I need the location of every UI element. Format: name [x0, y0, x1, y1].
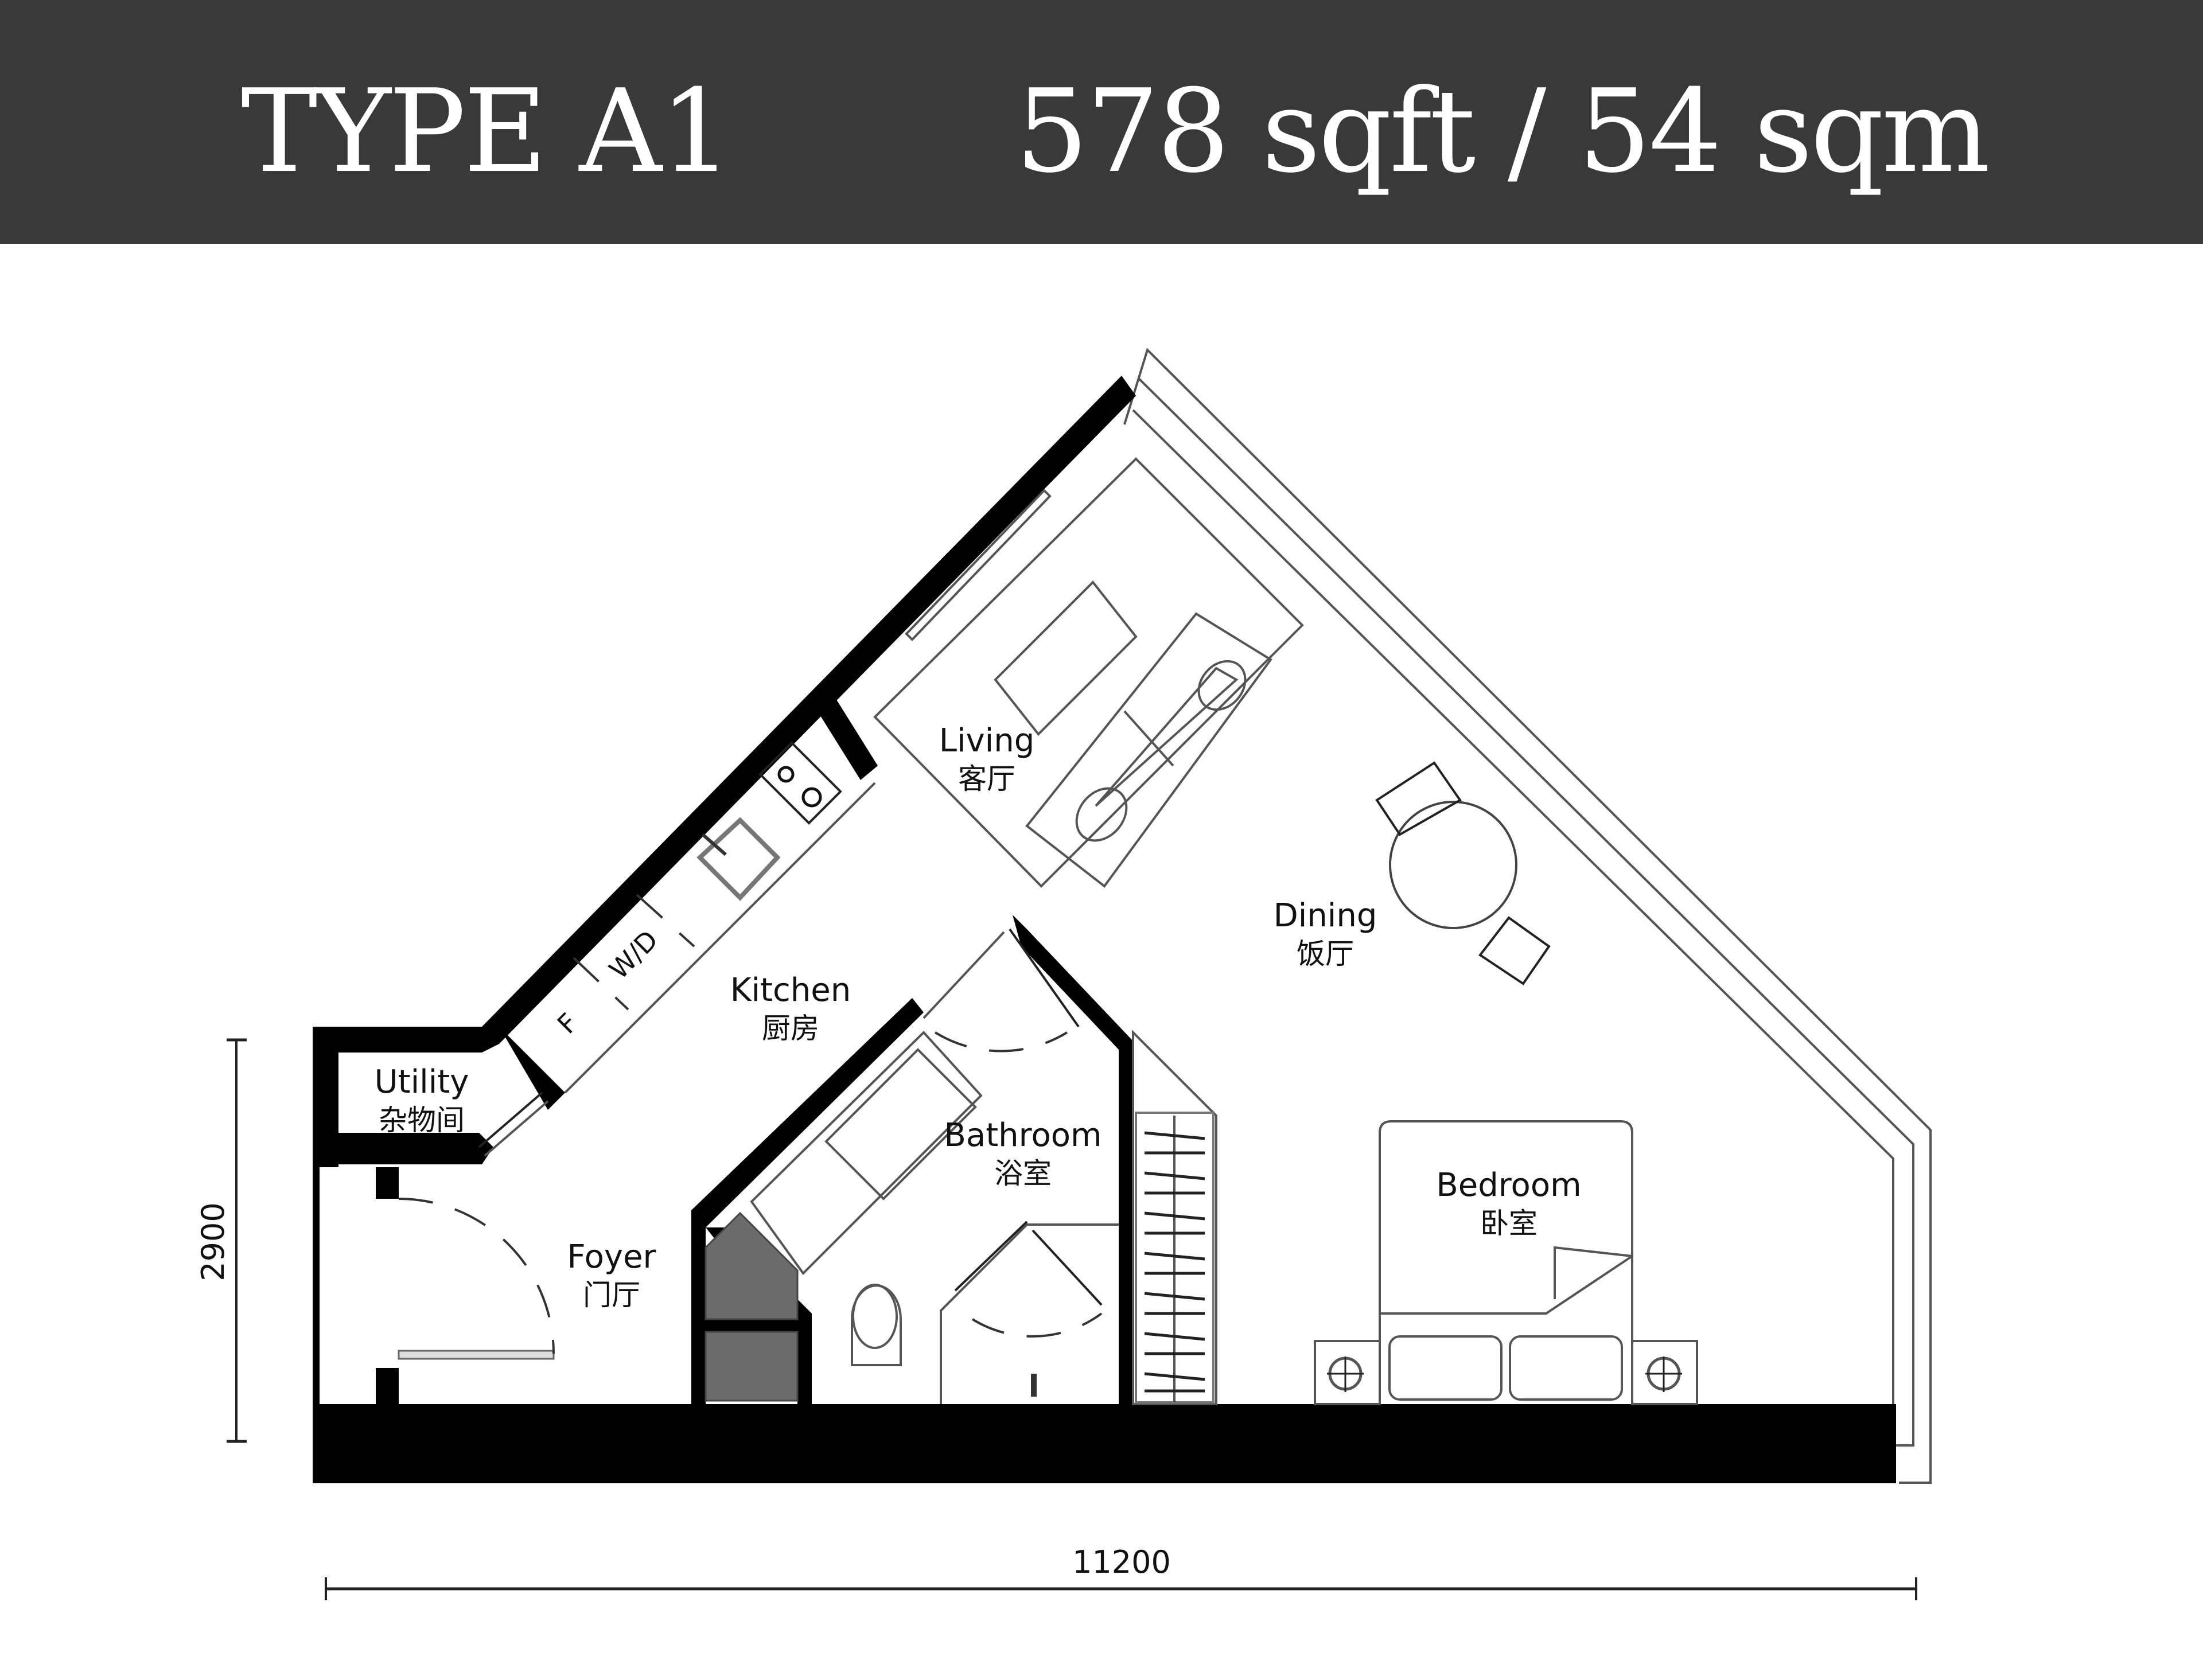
wall-kitchen-counter-top — [818, 697, 878, 780]
cushion-icon — [1075, 660, 1247, 842]
dimension-height: 2900 — [195, 1038, 247, 1443]
dining-table-icon[interactable] — [1375, 761, 1551, 985]
room-label-kitchen-cn: 厨房 — [762, 1012, 819, 1045]
header-banner: TYPE A1 578 sqft / 54 sqm — [0, 0, 2203, 244]
nightstand-right — [1631, 1340, 1698, 1405]
wall-door-jamb-top — [376, 1167, 399, 1199]
stove-icon — [758, 741, 842, 825]
entrance-door[interactable] — [398, 1198, 555, 1360]
room-label-bathroom: Bathroom — [944, 1117, 1102, 1154]
dimension-width: 11200 — [325, 1544, 1917, 1600]
dimension-width-label: 11200 — [1072, 1544, 1171, 1580]
living-rug — [873, 457, 1304, 888]
shaft-upper — [705, 1211, 799, 1320]
kitchen-counter — [564, 782, 876, 1094]
room-label-bedroom-cn: 卧室 — [1480, 1207, 1538, 1240]
utility-walls — [313, 1027, 499, 1167]
room-label-kitchen: Kitchen — [730, 972, 851, 1009]
wall-kitchen-counter-bottom — [499, 1027, 565, 1110]
room-label-foyer-cn: 门厅 — [583, 1278, 640, 1312]
toilet-icon — [851, 1284, 902, 1366]
room-label-utility: Utility — [375, 1063, 469, 1101]
wardrobe-icon — [1132, 1030, 1217, 1405]
room-label-bedroom: Bedroom — [1436, 1167, 1581, 1204]
vanity-counter — [750, 1031, 983, 1276]
room-label-living-cn: 客厅 — [958, 762, 1015, 796]
nightstand-left — [1314, 1340, 1381, 1405]
sink-icon — [696, 817, 781, 901]
tv-icon — [905, 489, 1052, 641]
shower-tap-icon — [1031, 1374, 1037, 1397]
shower-door[interactable] — [940, 1221, 1119, 1404]
room-label-utility-cn: 杂物间 — [379, 1104, 465, 1137]
utility-door[interactable] — [478, 1092, 549, 1157]
room-label-dining: Dining — [1274, 897, 1377, 934]
room-label-living: Living — [939, 722, 1035, 759]
wall-diagonal-north — [482, 376, 1136, 1044]
room-label-dining-cn: 饭厅 — [1297, 937, 1354, 970]
room-label-foyer: Foyer — [567, 1238, 656, 1276]
wall-foyer-left — [313, 1167, 320, 1408]
unit-type-title: TYPE A1 — [241, 65, 733, 198]
room-label-bathroom-cn: 浴室 — [994, 1157, 1052, 1190]
washer-dryer-label: W/D — [603, 924, 664, 985]
window-frame — [1123, 348, 1932, 1484]
wall-south — [313, 1404, 1896, 1483]
shaft-lower — [705, 1331, 799, 1402]
bathroom-door[interactable] — [923, 928, 1080, 1053]
coffee-table — [994, 580, 1138, 736]
fridge-label: F — [551, 1007, 584, 1040]
bed-icon[interactable] — [1379, 1120, 1633, 1404]
sofa-icon[interactable] — [1025, 612, 1272, 888]
wall-door-jamb-bottom — [376, 1368, 399, 1408]
unit-area: 578 sqft / 54 sqm — [1015, 65, 1990, 198]
dimension-height-label: 2900 — [195, 1202, 231, 1281]
